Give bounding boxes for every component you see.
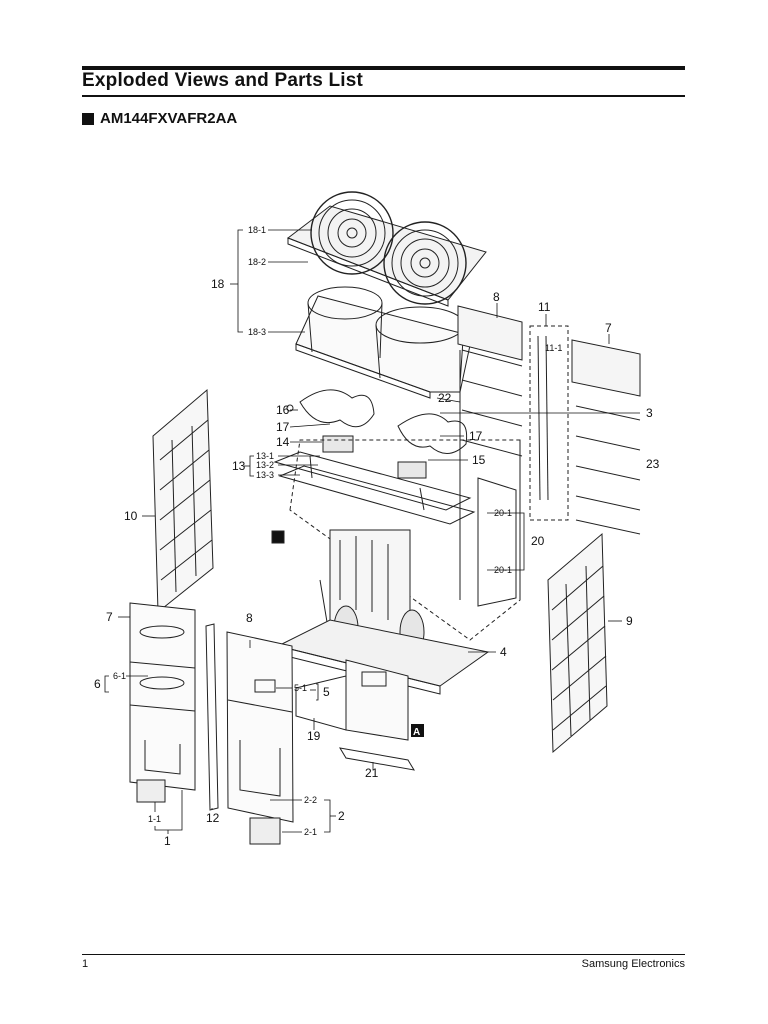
callout-9: 9 (626, 614, 633, 628)
top-rear-panel-drawing (571, 339, 641, 535)
callout-20-1-top: 20-1 (494, 508, 512, 518)
callout-12: 12 (206, 811, 220, 825)
callout-8-front: 8 (246, 611, 253, 625)
left-side-panel-drawing (152, 388, 214, 614)
model-number: AM144FXVAFR2AA (100, 110, 238, 127)
callout-11: 11 (538, 300, 551, 314)
front-left-panel-drawing (129, 602, 196, 791)
right-side-panel-drawing (547, 532, 608, 754)
model-heading: AM144FXVAFR2AA (82, 110, 237, 127)
callout-2-1: 2-1 (304, 827, 317, 837)
callout-18: 18 (211, 277, 225, 291)
callout-17-left: 17 (276, 420, 290, 434)
callout-17-right: 17 (469, 429, 483, 443)
callout-10: 10 (124, 509, 138, 523)
callout-1: 1 (164, 834, 171, 848)
page-number: 1 (82, 958, 89, 970)
callout-3: 3 (646, 406, 653, 420)
callout-labels: 18-1 18-2 18-3 18 8 11 11-1 7 22 16 3 17… (94, 225, 660, 848)
callout-16: 16 (276, 403, 290, 417)
callout-1-1: 1-1 (148, 814, 161, 824)
footer-rule (82, 954, 685, 955)
callout-21: 21 (365, 766, 379, 780)
callout-18-2: 18-2 (248, 257, 266, 267)
callout-20-1-bottom: 20-1 (494, 565, 512, 575)
cabinet-frame-drawing (289, 350, 521, 641)
handle-part-drawing (136, 779, 166, 803)
motor-bracket-drawing (273, 451, 476, 525)
callout-20: 20 (531, 534, 545, 548)
top-panel-drawing (286, 191, 487, 307)
leader-lines (104, 229, 640, 834)
marker-a-box (411, 724, 424, 737)
callout-7-top: 7 (605, 321, 612, 335)
header-top-rule (82, 66, 685, 70)
callout-5: 5 (323, 685, 330, 699)
marker-a-label: A (413, 727, 420, 738)
cover-part-drawing (249, 817, 281, 845)
callout-14: 14 (276, 435, 290, 449)
callout-13-3: 13-3 (256, 470, 274, 480)
callout-15: 15 (472, 453, 486, 467)
callout-2-2: 2-2 (304, 795, 317, 805)
callout-13: 13 (232, 459, 246, 473)
header-bottom-rule (82, 95, 685, 97)
inner-side-panel-drawing (477, 477, 517, 607)
callout-19: 19 (307, 729, 321, 743)
callout-13-2: 13-2 (256, 460, 274, 470)
callout-22: 22 (438, 391, 452, 405)
callout-18-1: 18-1 (248, 225, 266, 235)
part-drawings (129, 191, 641, 845)
callout-13-1: 13-1 (256, 451, 274, 461)
callout-11-1: 11-1 (545, 343, 562, 353)
marker-box-left (271, 530, 285, 544)
callout-2: 2 (338, 809, 345, 823)
front-right-panel-drawing (226, 631, 294, 823)
rear-panel-drawing (457, 305, 523, 457)
page-title: Exploded Views and Parts List (82, 70, 364, 91)
callout-18-3: 18-3 (248, 327, 266, 337)
bullet-square-icon (82, 112, 94, 125)
callout-6: 6 (94, 677, 101, 691)
corner-post-drawing (205, 623, 219, 811)
callout-8-top: 8 (493, 290, 500, 304)
callout-23: 23 (646, 457, 660, 471)
callout-4: 4 (500, 645, 507, 659)
callout-7-left: 7 (106, 610, 113, 624)
callout-6-1: 6-1 (113, 671, 126, 681)
footer-company: Samsung Electronics (581, 958, 685, 970)
callout-5-1: 5-1 (294, 683, 307, 693)
base-bracket-drawing (339, 747, 415, 771)
fan-shroud-drawing (295, 286, 473, 399)
control-box-drawing (295, 659, 409, 741)
service-panel-drawing (529, 325, 569, 521)
